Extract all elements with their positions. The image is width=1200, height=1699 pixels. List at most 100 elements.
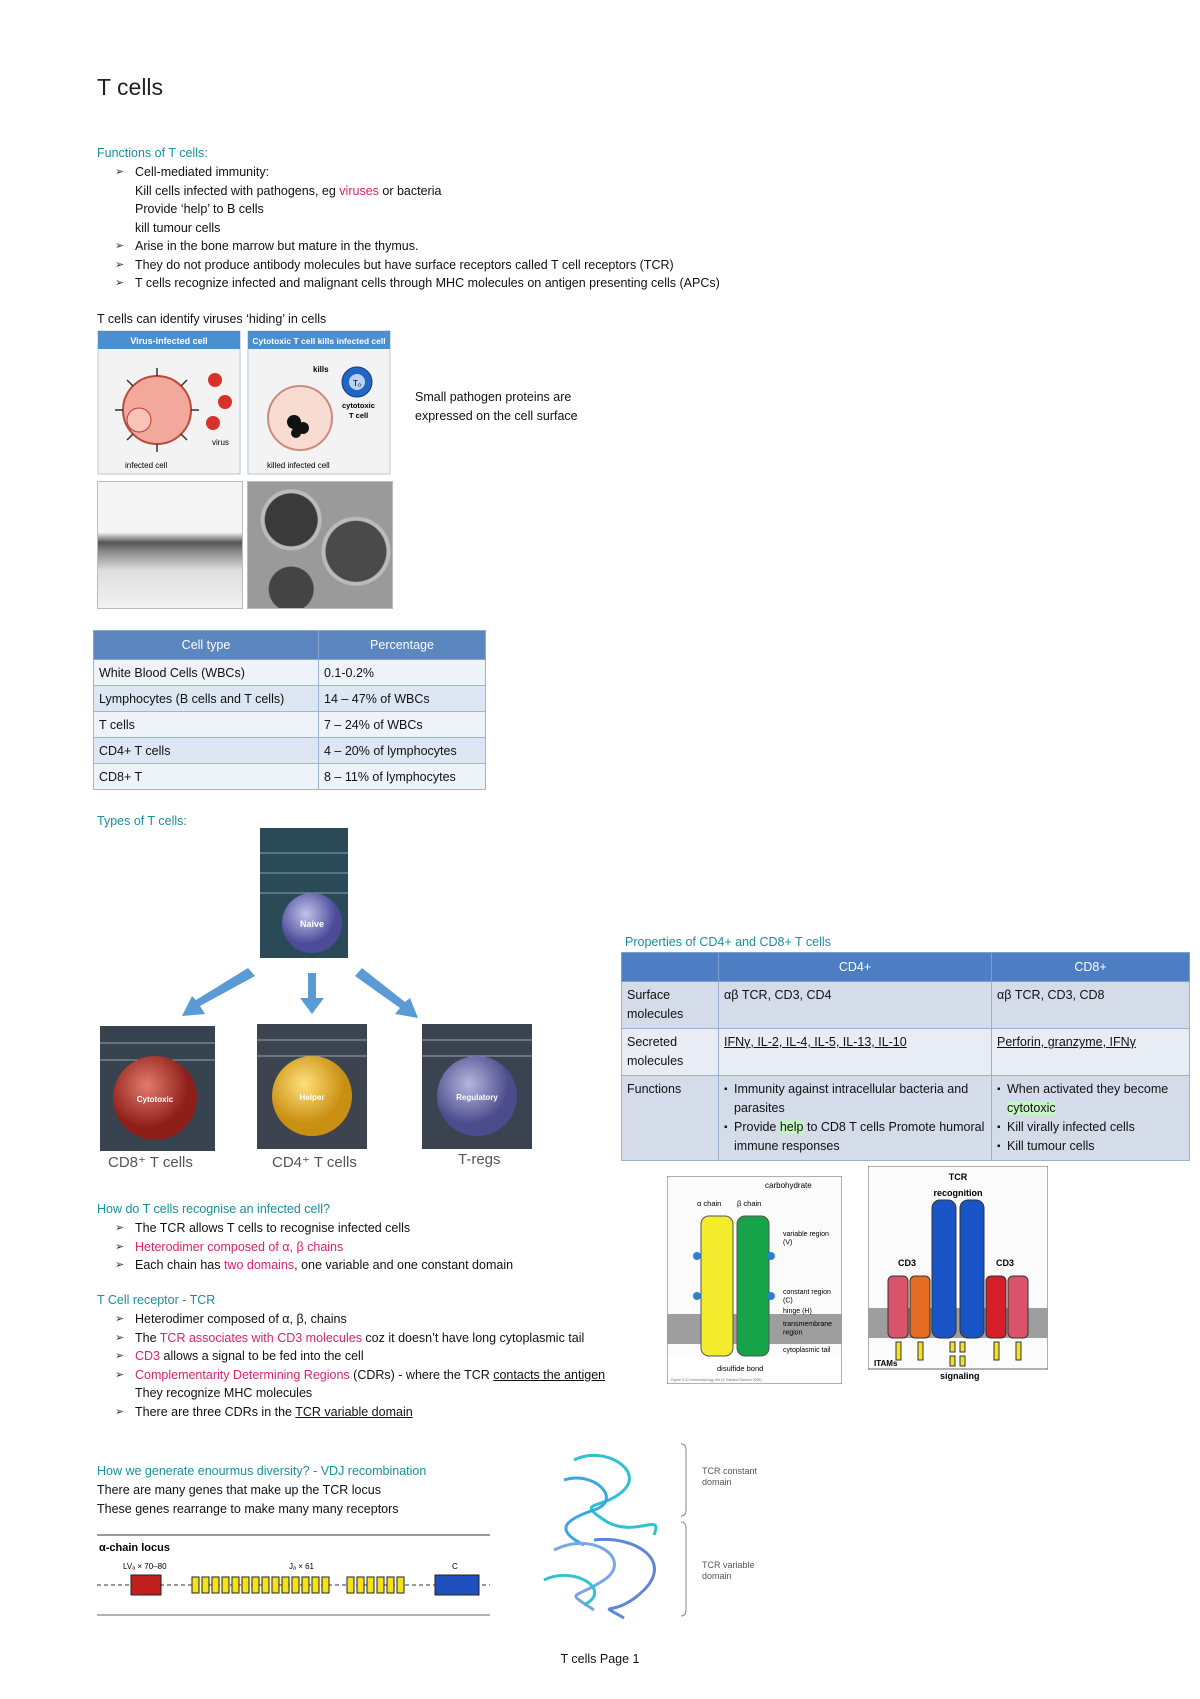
beta-chain-label: β chain xyxy=(737,1199,761,1208)
arrow-icon xyxy=(182,968,418,1018)
panel1-title: Virus-infected cell xyxy=(130,336,207,346)
infected-cell-icon xyxy=(115,368,199,452)
recognise-heading: How do T cells recognise an infected cel… xyxy=(97,1202,331,1216)
cell-type-table: Cell type Percentage White Blood Cells (… xyxy=(93,630,486,790)
functions-bullet-4: T cells recognize infected and malignant… xyxy=(97,274,817,293)
constant-region-label: constant region(C) xyxy=(783,1289,831,1304)
cytotoxic-label: Cytotoxic xyxy=(137,1095,174,1104)
functions-list: Cell-mediated immunity: Kill cells infec… xyxy=(97,163,817,293)
diversity-text: There are many genes that make up the TC… xyxy=(97,1483,399,1516)
panel2-title: Cytotoxic T cell kills infected cell xyxy=(252,336,385,346)
col-cell-type: Cell type xyxy=(93,630,319,660)
killed-cell-label: killed infected cell xyxy=(267,461,330,470)
recognise-list: The TCR allows T cells to recognise infe… xyxy=(97,1219,657,1275)
diversity-heading: How we generate enourmus diversity? - VD… xyxy=(97,1464,427,1478)
tcr-chains-figure: carbohydrate α chain β chain variable re… xyxy=(667,1176,842,1384)
props-heading: Properties of CD4+ and CD8+ T cells xyxy=(625,935,831,949)
tcell-label: T cell xyxy=(349,411,368,420)
table-row: Lymphocytes (B cells and T cells)14 – 47… xyxy=(93,685,486,712)
lv-label: LVₐ × 70–80 xyxy=(123,1562,167,1571)
beta-chain xyxy=(736,1215,770,1357)
hiding-note: Small pathogen proteins are expressed on… xyxy=(415,390,578,423)
cd3-right-label: CD3 xyxy=(996,1258,1014,1268)
signaling-label: signaling xyxy=(940,1371,980,1381)
virus-infected-figure: Virus-infected cell Cytotoxic T cell kil… xyxy=(97,330,391,475)
functions-bullet-3: They do not produce antibody molecules b… xyxy=(97,256,817,275)
micrograph-1 xyxy=(97,481,243,609)
itams-label: ITAMs xyxy=(874,1359,898,1368)
functions-heading: Functions of T cells: xyxy=(97,146,208,160)
variable-region-label: variable region(V) xyxy=(783,1231,829,1246)
hiding-caption: T cells can identify viruses ‘hiding’ in… xyxy=(97,312,327,326)
tregs-caption: T-regs xyxy=(458,1151,501,1168)
virus-icon xyxy=(206,373,232,430)
table-row: Secreted molecules IFNγ, IL-2, IL-4, IL-… xyxy=(621,1028,1190,1076)
micrograph-2 xyxy=(247,481,393,609)
lv-segment xyxy=(130,1574,162,1596)
naive-label: Naive xyxy=(300,919,324,929)
alpha-chain xyxy=(700,1215,734,1357)
page-title: T cells xyxy=(97,74,164,100)
cd3-gamma xyxy=(985,1275,1007,1339)
tcr-list: Heterodimer composed of α, β, chains The… xyxy=(97,1310,657,1421)
cytotoxic-cell-icon xyxy=(113,1056,197,1140)
table-row: Surface molecules αβ TCR, CD3, CD4 αβ TC… xyxy=(621,981,1190,1029)
alpha-chain-locus-diagram: α-chain locus LVₐ × 70–80 Jₐ × 61 C xyxy=(97,1534,490,1616)
col-percentage: Percentage xyxy=(318,630,486,660)
c-label: C xyxy=(452,1562,458,1571)
t-cell-types-diagram: Naive Cytotoxic Helper Regulatory CD8⁺ T… xyxy=(100,828,532,1168)
cd3-epsilon-right xyxy=(1007,1275,1029,1339)
c-segment xyxy=(434,1574,480,1596)
functions-bullet-2: Arise in the bone marrow but mature in t… xyxy=(97,237,817,256)
types-heading: Types of T cells: xyxy=(97,814,187,828)
naive-cell-icon xyxy=(282,893,342,953)
hinge-label: hinge (H) xyxy=(783,1308,812,1315)
carbohydrate-label: carbohydrate xyxy=(765,1181,812,1190)
protein-ribbon-icon xyxy=(543,1454,658,1620)
itam-icon xyxy=(895,1341,1022,1367)
table-row: Functions Immunity against intracellular… xyxy=(621,1075,1190,1161)
tcr-alpha xyxy=(931,1199,957,1339)
tcr-beta xyxy=(959,1199,985,1339)
tcr-heading: T Cell receptor - TCR xyxy=(97,1293,216,1307)
page-footer: T cells Page 1 xyxy=(560,1652,640,1666)
helper-cell-icon xyxy=(272,1056,352,1136)
disulfide-label: disulfide bond xyxy=(717,1364,763,1373)
functions-sub-1: Kill cells infected with pathogens, eg v… xyxy=(135,183,442,198)
killed-cell-icon xyxy=(267,385,333,451)
cytotoxic-label: cytotoxic xyxy=(342,401,375,410)
cd3-left-label: CD3 xyxy=(898,1258,916,1268)
col-cd8: CD8+ xyxy=(991,952,1190,982)
infected-cell-label: infected cell xyxy=(125,461,167,470)
regulatory-label: Regulatory xyxy=(456,1093,498,1102)
col-cd4: CD4+ xyxy=(718,952,992,982)
cytotoxic-t-cell-icon: T₀ xyxy=(341,366,373,398)
tc-label: T₀ xyxy=(353,379,361,388)
ja-segments xyxy=(191,1576,405,1594)
cd8-caption: CD8⁺ T cells xyxy=(108,1154,193,1168)
functions-bullet-1: Cell-mediated immunity: xyxy=(97,163,817,182)
table-row: White Blood Cells (WBCs)0.1-0.2% xyxy=(93,659,486,686)
tcr-cd3-signaling-figure: TCR recognition CD3 CD3 ITAMs signaling xyxy=(868,1166,1048,1381)
alpha-chain-label: α chain xyxy=(697,1199,721,1208)
regulatory-cell-icon xyxy=(437,1056,517,1136)
virus-label: virus xyxy=(212,438,229,447)
cd3-delta xyxy=(909,1275,931,1339)
kills-label: kills xyxy=(313,365,329,374)
functions-sub-2: Provide ‘help’ to B cells xyxy=(135,202,264,216)
cd4-caption: CD4⁺ T cells xyxy=(272,1154,357,1168)
ja-label: Jₐ × 61 xyxy=(289,1562,315,1571)
tcr-label: TCR xyxy=(949,1172,968,1182)
helper-label: Helper xyxy=(300,1093,325,1102)
functions-sub-3: kill tumour cells xyxy=(135,220,221,235)
cd3-epsilon-left xyxy=(887,1275,909,1339)
recognition-label: recognition xyxy=(934,1188,983,1198)
cytoplasmic-label: cytoplasmic tail xyxy=(783,1347,831,1354)
